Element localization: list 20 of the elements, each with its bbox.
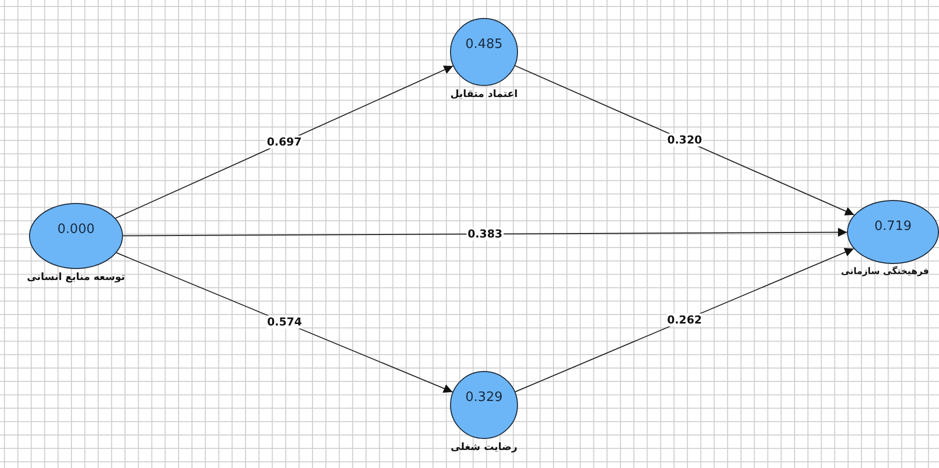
- arrow: [116, 252, 454, 393]
- edge-label: 0.320: [666, 134, 703, 147]
- arrow: [514, 248, 854, 392]
- r-squared-value: 0.000: [57, 222, 95, 238]
- r-squared-value: 0.329: [465, 390, 503, 406]
- edge-label: 0.697: [266, 136, 303, 149]
- r-squared-value: 0.719: [874, 219, 912, 235]
- construct-name: توسعه منابع انسانی: [26, 271, 126, 284]
- arrow: [122, 228, 848, 237]
- r-squared-value: 0.485: [465, 37, 503, 53]
- arrow: [115, 65, 454, 219]
- construct-name: اعتماد متقابل: [450, 88, 518, 101]
- latent-ellipse: [847, 200, 939, 264]
- construct-name: فرهیختگی سازمانی: [841, 266, 929, 279]
- edge-label: 0.574: [266, 316, 303, 329]
- edge-label: 0.383: [466, 227, 504, 240]
- construct-name: رضایت شغلی: [450, 441, 518, 454]
- edge-label: 0.262: [666, 314, 703, 327]
- latent-circle: [450, 18, 518, 86]
- arrow: [514, 65, 855, 216]
